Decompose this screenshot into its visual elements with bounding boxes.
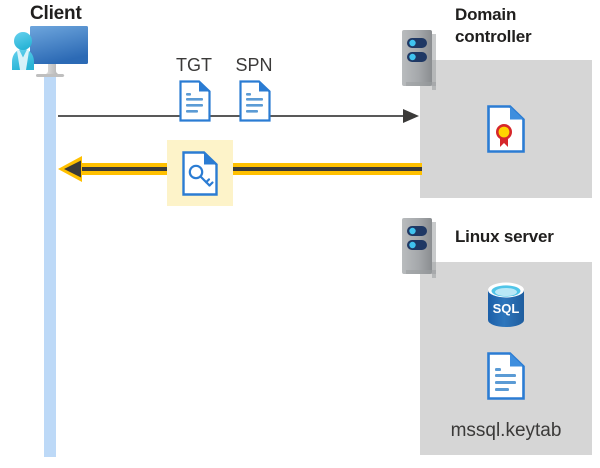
sql-database-icon: SQL: [485, 281, 527, 329]
spn-caption: SPN: [235, 55, 273, 75]
client-user-monitor-icon: [8, 24, 100, 84]
domain-controller-title: Domain controller: [455, 5, 532, 46]
request-arrow-right: [58, 106, 420, 126]
svg-text:SQL: SQL: [493, 301, 520, 316]
response-arrow-left: [58, 155, 422, 183]
key-document-icon: [182, 151, 218, 196]
document-icon: [239, 80, 271, 122]
client-lifeline: [44, 76, 56, 457]
certificate-document-icon: [487, 105, 525, 153]
document-icon: [179, 80, 211, 122]
linux-server-title: Linux server: [455, 227, 554, 246]
server-rack-icon: [402, 218, 438, 282]
server-rack-icon: [402, 30, 438, 94]
tgt-caption: TGT: [176, 55, 212, 75]
keytab-file-label: mssql.keytab: [450, 420, 562, 441]
client-title: Client: [30, 3, 82, 24]
keytab-document-icon: [487, 352, 525, 400]
